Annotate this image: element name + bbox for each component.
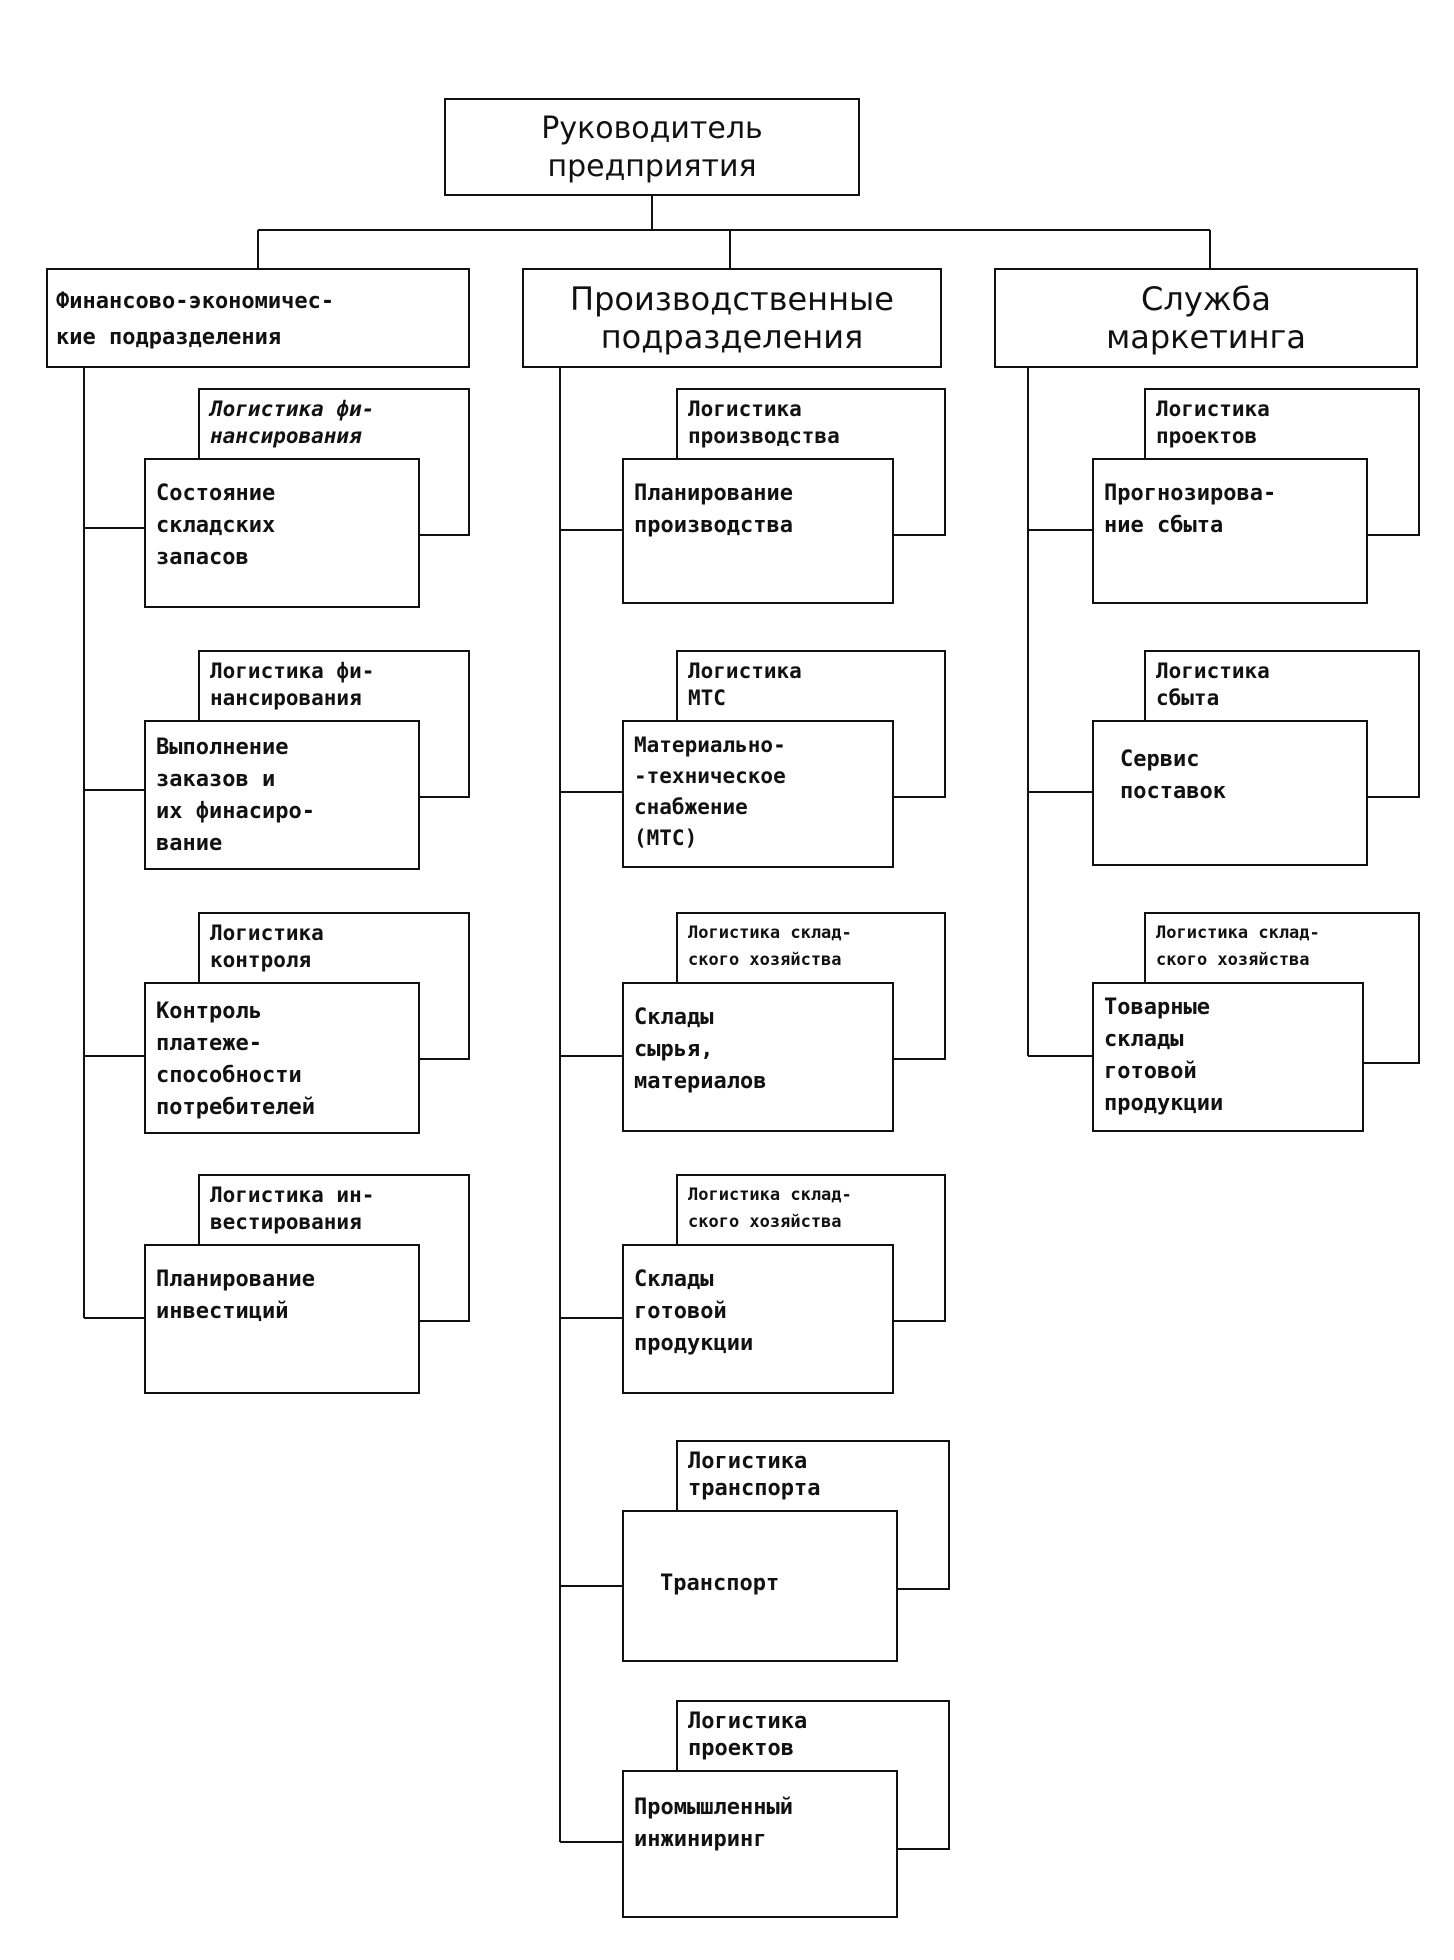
- unit-label: Склады сырья, материалов: [634, 1005, 767, 1094]
- logistics-label: Логистика МТС: [688, 659, 802, 710]
- logistics-label: Логистика проектов: [688, 1709, 808, 1761]
- unit-box: Прогнозирова- ние сбыта: [1092, 458, 1368, 604]
- root-label: Руководитель предприятия: [541, 111, 763, 184]
- unit-label: Контроль платеже- способности потребител…: [156, 999, 315, 1120]
- dept-finance-label: Финансово-экономичес- кие подразделения: [56, 289, 335, 350]
- unit-box: Товарные склады готовой продукции: [1092, 982, 1364, 1132]
- unit-box: Состояние складских запасов: [144, 458, 420, 608]
- unit-label: Выполнение заказов и их финасиро- вание: [156, 735, 315, 856]
- logistics-label: Логистика проектов: [1156, 397, 1270, 448]
- logistics-label: Логистика склад- ского хозяйства: [688, 1185, 852, 1232]
- unit-label: Материально- -техническое снабжение (МТС…: [634, 733, 786, 850]
- dept-production-label: Производственные подразделения: [570, 280, 894, 356]
- unit-box: Контроль платеже- способности потребител…: [144, 982, 420, 1134]
- root-box: Руководитель предприятия: [444, 98, 860, 196]
- unit-box: Планирование производства: [622, 458, 894, 604]
- unit-label: Прогнозирова- ние сбыта: [1104, 481, 1277, 538]
- logistics-label: Логистика транспорта: [688, 1449, 821, 1501]
- unit-label: Товарные склады готовой продукции: [1104, 995, 1224, 1116]
- unit-box: Склады сырья, материалов: [622, 982, 894, 1132]
- unit-label: Транспорт: [660, 1571, 780, 1596]
- logistics-label: Логистика контроля: [210, 921, 324, 972]
- dept-finance-box: Финансово-экономичес- кие подразделения: [46, 268, 470, 368]
- unit-box: Склады готовой продукции: [622, 1244, 894, 1394]
- unit-box: Планирование инвестиций: [144, 1244, 420, 1394]
- unit-label: Планирование инвестиций: [156, 1267, 315, 1324]
- unit-box: Сервис поставок: [1092, 720, 1368, 866]
- dept-marketing-label: Служба маркетинга: [1106, 280, 1306, 356]
- logistics-label: Логистика производства: [688, 397, 840, 448]
- unit-box: Промышленный инжиниринг: [622, 1770, 898, 1918]
- unit-box: Материально- -техническое снабжение (МТС…: [622, 720, 894, 868]
- logistics-label: Логистика склад- ского хозяйства: [688, 923, 852, 970]
- logistics-label: Логистика склад- ского хозяйства: [1156, 923, 1320, 970]
- dept-production-box: Производственные подразделения: [522, 268, 942, 368]
- unit-box: Выполнение заказов и их финасиро- вание: [144, 720, 420, 870]
- unit-label: Состояние складских запасов: [156, 481, 276, 570]
- unit-label: Сервис поставок: [1120, 747, 1226, 804]
- unit-label: Промышленный инжиниринг: [634, 1795, 793, 1852]
- dept-marketing-box: Служба маркетинга: [994, 268, 1418, 368]
- logistics-label: Логистика фи- нансирования: [210, 659, 375, 710]
- logistics-label: Логистика ин- вестирования: [210, 1183, 375, 1234]
- unit-label: Склады готовой продукции: [634, 1267, 754, 1356]
- unit-label: Планирование производства: [634, 481, 793, 538]
- logistics-label: Логистика фи- нансирования: [210, 397, 375, 448]
- unit-box: Транспорт: [622, 1510, 898, 1662]
- logistics-label: Логистика сбыта: [1156, 659, 1270, 710]
